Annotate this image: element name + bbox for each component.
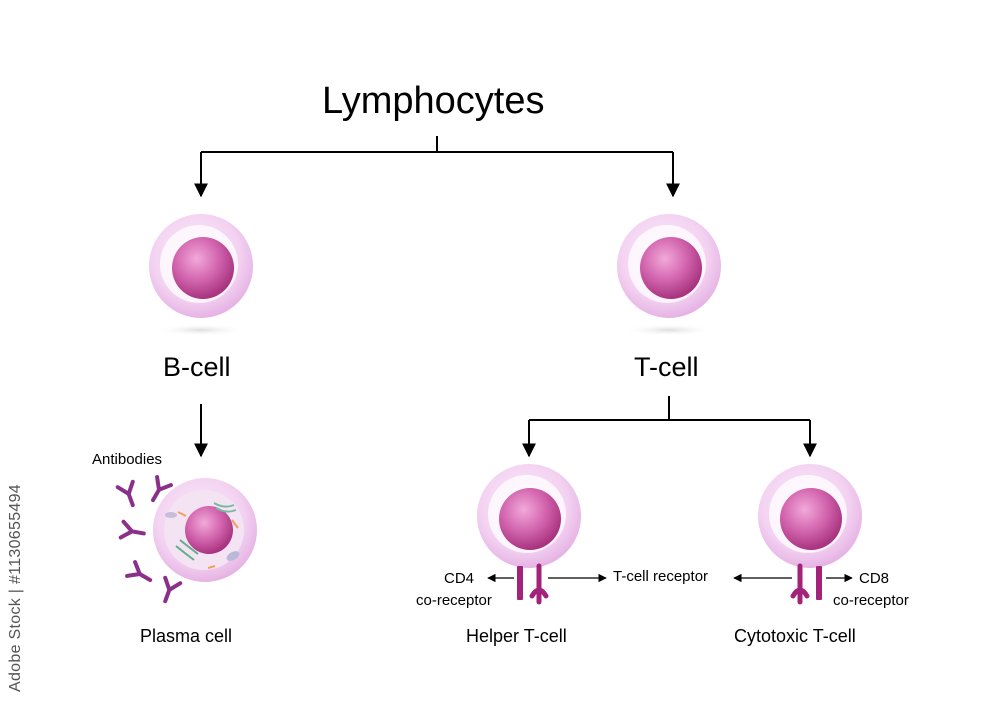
helper-t-cell-icon [477, 464, 581, 568]
tcell-receptor-label: T-cell receptor [613, 568, 709, 585]
cytotoxic-t-cell-label: Cytotoxic T-cell [734, 626, 856, 646]
t-cell-icon [617, 214, 721, 336]
antibodies-label: Antibodies [92, 451, 163, 468]
t-cell-label: T-cell [634, 352, 699, 382]
plasma-cell-label: Plasma cell [140, 626, 233, 646]
helper-t-cell-label: Helper T-cell [466, 626, 567, 646]
plasma-cell-icon [153, 478, 257, 582]
b-cell-label: B-cell [163, 352, 231, 382]
cd8-coreceptor-label: co-receptor [833, 592, 909, 609]
stock-watermark: Adobe Stock | #1130655494 [4, 478, 28, 698]
top-connector [194, 136, 680, 198]
t-cell-branch-connector [522, 396, 817, 458]
cd8-label: CD8 [859, 570, 890, 587]
antibody-icons [115, 475, 183, 604]
cytotoxic-tcr-icon [790, 563, 810, 605]
b-cell-icon [149, 214, 253, 336]
cd4-label: CD4 [444, 570, 475, 587]
diagram-title: Lymphocytes [322, 80, 545, 122]
cd4-coreceptor-label: co-receptor [416, 592, 492, 609]
watermark-text: Adobe Stock | #1130655494 [7, 484, 24, 692]
helper-tcr-icon [529, 563, 549, 605]
cd8-coreceptor-icon [816, 566, 822, 600]
cytotoxic-t-cell-icon [758, 464, 862, 568]
cd4-coreceptor-icon [517, 566, 523, 600]
